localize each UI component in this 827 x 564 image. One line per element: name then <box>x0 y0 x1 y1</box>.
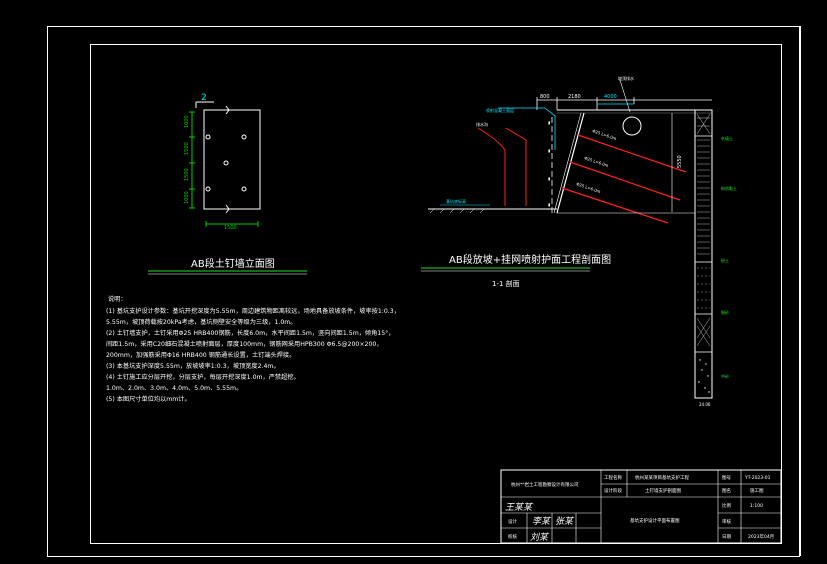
left-view-title: AB段土钉墙立面图 <box>191 257 275 270</box>
surface-label: 喷射混凝土面层 <box>486 107 514 113</box>
stratum-label-4: 细砂 <box>721 309 729 315</box>
nail-head <box>205 134 211 140</box>
drawing-title: 基坑支护设计平面布置图 <box>630 517 680 524</box>
scale-label: 比例 <box>722 502 731 509</box>
sheet-label: 图名 <box>722 487 731 494</box>
check-label: 校核 <box>508 533 517 540</box>
dim-v-2: 1500 <box>184 142 190 155</box>
right-view-subtitle: 1-1 剖面 <box>492 279 520 288</box>
left-elevation-view: 2 1000 1500 1500 1000 15 <box>148 93 307 275</box>
section-marker: 2 <box>201 93 207 103</box>
stage-label: 设计阶段 <box>604 487 622 494</box>
dim-h: 1500 <box>224 225 237 231</box>
project-value: 杭州某某项目基坑支护工程 <box>635 474 689 481</box>
dim-v-3: 1500 <box>184 168 190 181</box>
right-view-title: AB段放坡+挂网喷射护面工程剖面图 <box>449 253 611 266</box>
nail-head <box>241 186 247 192</box>
nail-head <box>205 186 211 192</box>
note-line: (4) 土钉施工应分层开挖，分层支护，每层开挖深度1.0m，严禁超挖。 <box>106 373 300 381</box>
soil-nail-2 <box>569 161 681 201</box>
dim-v-4: 1000 <box>184 191 190 204</box>
svg-text:▮: ▮ <box>548 202 550 207</box>
note-line: 1.0m、2.0m、3.0m、4.0m、5.0m、5.55m。 <box>106 385 242 392</box>
stratum-label-5: 中砂 <box>721 373 729 379</box>
signature-1: 王某某 <box>505 502 534 513</box>
stratum-label-1: 杂填土 <box>721 135 733 141</box>
project-label: 工程名称 <box>604 474 622 481</box>
notes-heading: 说明： <box>108 295 127 303</box>
strata-column <box>694 109 713 399</box>
date-label: 日期 <box>722 534 731 540</box>
nail-head <box>241 134 247 140</box>
dim-v-1: 1000 <box>184 115 190 128</box>
svg-text:▮: ▮ <box>548 176 550 181</box>
signature-2: 李某 <box>532 516 552 527</box>
note-line: (3) 本基坑支护深度5.55m，放坡坡率1:0.3，坡顶宽度2.4m。 <box>106 362 280 370</box>
title-block: 杭州**岩土工程勘察设计有限公司 设计 校核 工程名称 设计阶段 杭州某某项目基… <box>500 469 782 544</box>
dim-top-2: 2180 <box>568 94 581 100</box>
company-name: 杭州**岩土工程勘察设计有限公司 <box>511 481 579 488</box>
slope-face <box>556 112 585 214</box>
note-line: (5) 本图尺寸单位均以mm计。 <box>106 395 191 403</box>
dim-top-3: 4000 <box>604 94 617 100</box>
outer-frame <box>47 26 800 557</box>
right-section-view: 800 2180 4000 坡顶排水 喷射混凝土面层 ▮ ▮ ▮ ▮ 排水沟 <box>421 75 737 407</box>
drawing-no-label: 图号 <box>722 475 731 481</box>
dim-top-1: 800 <box>540 94 550 100</box>
bottom-label: 基坑底标高 <box>446 198 466 204</box>
signature-4: 刘某 <box>530 532 550 543</box>
note-line: (2) 土钉墙支护，土钉采用Φ25 HRB400钢筋，长度6.0m，水平间距1.… <box>106 329 394 337</box>
svg-text:▮: ▮ <box>548 120 550 125</box>
note-line: (1) 基坑支护设计参数：基坑开挖深度为5.55m，周边建筑物距离较远，场地具备… <box>106 307 400 315</box>
stage-value: 施工图 <box>750 487 764 494</box>
wall-elevation-outline <box>203 109 261 210</box>
review-label: 审核 <box>722 518 731 525</box>
design-notes: 说明： (1) 基坑支护设计参数：基坑开挖深度为5.55m，周边建筑物距离较远，… <box>106 295 400 403</box>
wall-label: 排水沟 <box>476 121 488 127</box>
drain-pipe <box>622 116 642 136</box>
scale-value: 1:100 <box>750 503 763 509</box>
height-dim: 5550 <box>677 155 683 168</box>
strata-bottom-label: 24.06 <box>699 402 711 407</box>
note-line: 间距1.5m，采用C20细石混凝土喷射面层，厚度100mm，钢筋网采用HPB30… <box>106 340 383 348</box>
svg-text:▮: ▮ <box>548 148 550 153</box>
drawing-no-value: YT-2023-01 <box>744 475 771 481</box>
nail-head <box>223 160 229 166</box>
stratum-label-3: 粉土 <box>721 257 729 263</box>
stratum-label-2: 粉质黏土 <box>721 185 737 191</box>
design-label: 设计 <box>508 518 517 525</box>
left-red-line <box>477 127 506 206</box>
sheet-value: 土钉墙支护剖面图 <box>645 487 681 494</box>
date-value: 2023年04月 <box>748 533 774 540</box>
note-line: 200mm，加强筋采用Φ16 HRB400 钢筋通长设置，土钉端头焊接。 <box>106 351 295 359</box>
soil-nail-3 <box>561 187 669 224</box>
note-line: 5.55m，坡顶荷载按20kPa考虑，基坑侧壁安全等级为三级，1.0m。 <box>106 318 297 326</box>
inner-frame <box>90 44 782 544</box>
soil-nail-1 <box>577 134 687 173</box>
signature-3: 张某 <box>555 516 575 527</box>
top-label: 坡顶排水 <box>618 75 634 81</box>
